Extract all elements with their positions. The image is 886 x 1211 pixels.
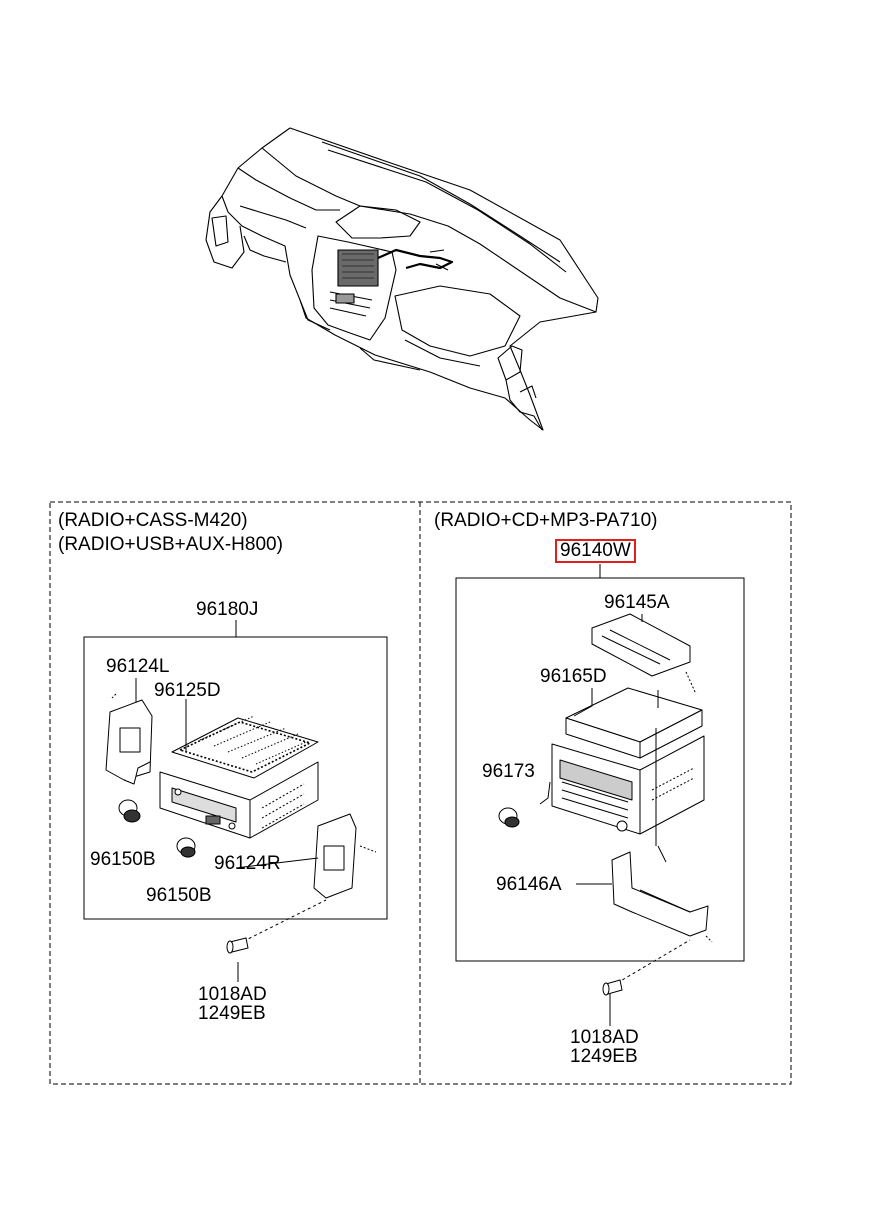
panel-frame <box>49 501 792 1085</box>
part-label-1018AD-left[interactable]: 1018AD <box>198 984 267 1005</box>
right-leader-lines <box>539 614 713 1026</box>
part-label-96146A[interactable]: 96146A <box>496 874 562 895</box>
part-label-1249EB-right[interactable]: 1249EB <box>570 1046 638 1067</box>
part-label-96165D[interactable]: 96165D <box>540 666 607 687</box>
right-screw <box>602 979 623 996</box>
part-label-1249EB-left[interactable]: 1249EB <box>198 1003 266 1024</box>
part-label-96125D[interactable]: 96125D <box>154 680 221 701</box>
part-label-96124R[interactable]: 96124R <box>214 853 281 874</box>
right-knob <box>498 807 520 828</box>
left-leader-lines <box>111 678 377 982</box>
part-label-96124L[interactable]: 96124L <box>106 656 170 677</box>
part-label-96150B-upper[interactable]: 96150B <box>90 849 156 870</box>
part-label-1018AD-right[interactable]: 1018AD <box>570 1027 639 1048</box>
left-radio-unit <box>159 715 319 839</box>
right-radio-unit <box>551 687 705 835</box>
left-knobs <box>118 799 196 858</box>
left-brackets <box>105 699 357 899</box>
right-header-line-1: (RADIO+CD+MP3-PA710) <box>434 510 658 531</box>
right-assembly-box <box>455 564 745 962</box>
part-label-96140W-highlighted[interactable]: 96140W <box>555 539 636 563</box>
left-header-line-1: (RADIO+CASS-M420) <box>58 510 248 531</box>
dashboard-illustration <box>205 127 599 431</box>
right-brackets <box>591 613 709 937</box>
part-label-96150B-lower[interactable]: 96150B <box>146 885 212 906</box>
part-label-96180J[interactable]: 96180J <box>196 599 259 620</box>
left-screw <box>226 937 249 954</box>
part-label-96145A[interactable]: 96145A <box>604 592 670 613</box>
left-header-line-2: (RADIO+USB+AUX-H800) <box>58 534 283 555</box>
left-assembly-box <box>83 620 388 920</box>
part-label-96173[interactable]: 96173 <box>482 761 535 782</box>
